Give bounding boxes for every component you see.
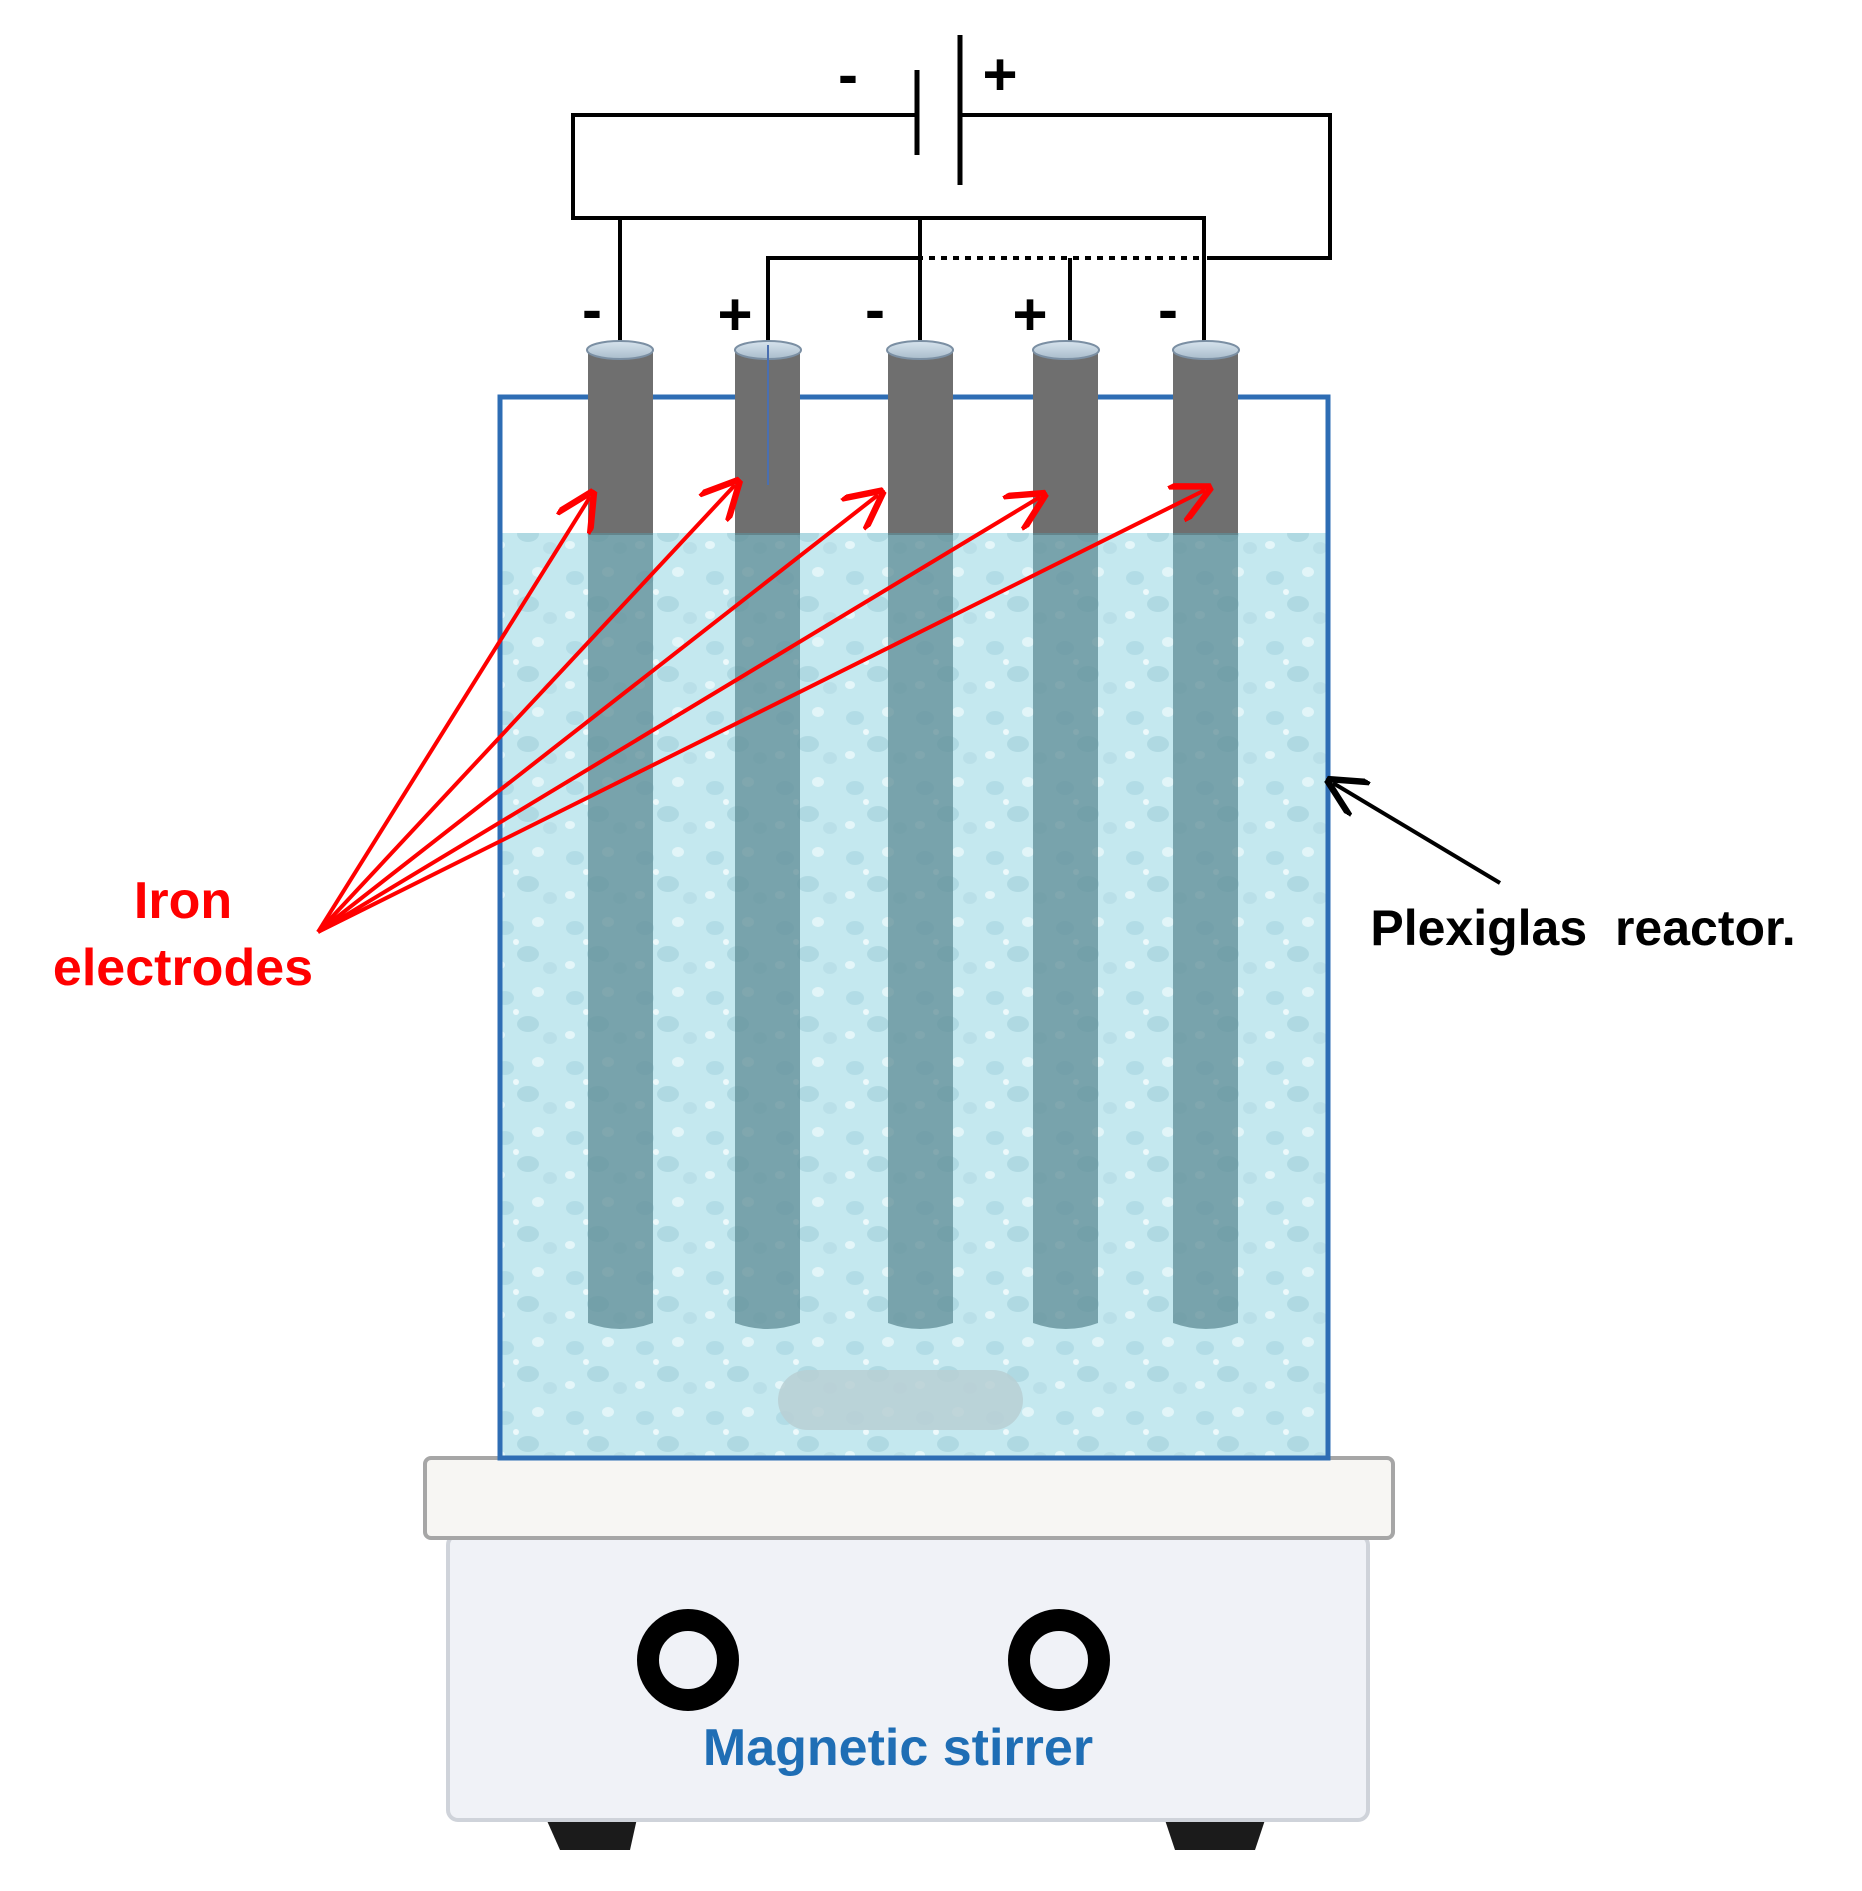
magnetic-stirrer: Magnetic stirrer xyxy=(423,1456,1395,1850)
electrode-2 xyxy=(734,340,802,1329)
iron-electrodes-label-line1: Iron xyxy=(134,872,232,930)
electrode-2-polarity: + xyxy=(717,281,752,348)
arrow-to-electrode-1 xyxy=(316,497,590,934)
battery: - + xyxy=(838,35,1018,185)
arrow-to-electrode-2 xyxy=(316,485,735,934)
stirrer-label: Magnetic stirrer xyxy=(703,1719,1093,1777)
electrode-3-polarity: - xyxy=(865,276,885,343)
plexiglas-reactor-label: Plexiglas reactor. xyxy=(1370,900,1795,956)
circuit-wiring xyxy=(571,113,1332,345)
electrode-polarity-labels: - + - + - xyxy=(582,276,1178,348)
arrow-to-reactor xyxy=(1333,783,1502,885)
stirrer-top-plate xyxy=(423,1456,1395,1540)
electrode-4 xyxy=(1032,340,1100,1329)
electrode-3 xyxy=(886,340,954,1329)
electrodes xyxy=(586,340,1240,1329)
stir-bar xyxy=(778,1370,1023,1430)
stirrer-knob-left xyxy=(637,1609,739,1711)
electrode-5-polarity: - xyxy=(1158,276,1178,343)
stirrer-body xyxy=(446,1533,1370,1822)
arrow-to-electrode-3 xyxy=(316,495,878,934)
electrode-1 xyxy=(586,340,654,1329)
electrode-4-polarity: + xyxy=(1012,281,1047,348)
arrow-to-electrode-5 xyxy=(317,490,1205,934)
battery-negative-sign: - xyxy=(838,41,858,108)
iron-electrodes-label-line2: electrodes xyxy=(53,939,313,997)
electrode-5 xyxy=(1172,340,1240,1329)
arrow-to-electrode-4 xyxy=(316,497,1040,934)
electrode-1-polarity: - xyxy=(582,276,602,343)
battery-positive-sign: + xyxy=(982,41,1017,108)
stirrer-knob-right xyxy=(1008,1609,1110,1711)
electrode-callout-arrows xyxy=(316,485,1205,934)
